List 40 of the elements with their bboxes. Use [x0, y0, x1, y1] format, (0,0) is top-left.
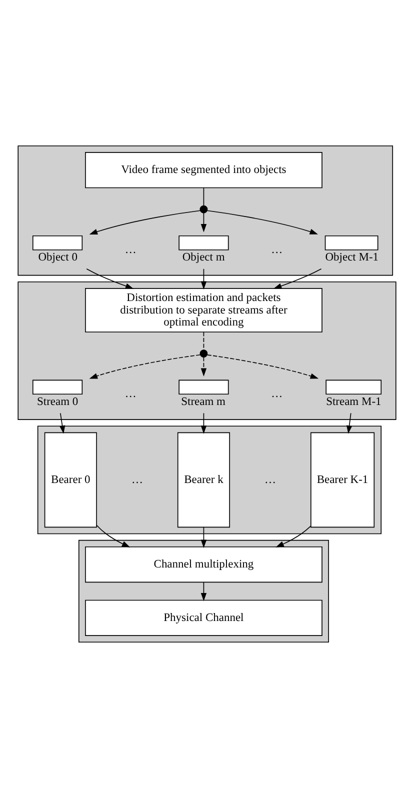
cluster	[18, 144, 394, 276]
label: …	[124, 388, 136, 400]
node-box: Bearer k	[177, 432, 230, 528]
arrow	[200, 581, 207, 601]
arrow	[89, 210, 200, 234]
node-label: Object 0	[38, 251, 78, 264]
arrow	[206, 354, 319, 378]
arrow	[200, 212, 207, 232]
node-label: Stream 0	[36, 395, 78, 408]
arrow	[346, 412, 352, 434]
arrow	[200, 526, 207, 548]
arrow	[86, 268, 134, 288]
arrow	[59, 412, 66, 434]
arrow	[206, 210, 318, 234]
node-box: Channel multiplexing	[85, 546, 322, 582]
node-box: Distortion estimation and packets distribution to separate streams after optimal encoding	[85, 288, 322, 332]
connector	[203, 331, 204, 350]
node-box: Video frame segmented into objects	[85, 152, 322, 188]
connector	[203, 187, 204, 206]
arrow	[200, 356, 207, 376]
node-label: Stream M-1	[326, 395, 382, 408]
node-box: Bearer K-1	[310, 432, 375, 528]
label: …	[124, 243, 136, 256]
arrow	[200, 412, 207, 434]
node-circle	[200, 349, 208, 358]
node-box: Physical Channel	[85, 599, 322, 636]
label: …	[264, 473, 276, 486]
arrow	[276, 525, 312, 547]
arrow	[89, 354, 200, 378]
node-label: Object m	[182, 251, 225, 264]
label: …	[131, 473, 143, 486]
node-circle	[200, 204, 208, 213]
label: …	[271, 243, 283, 256]
arrow	[273, 268, 322, 288]
node-box: Bearer 0	[44, 432, 97, 528]
arrow	[96, 524, 130, 547]
label: …	[271, 388, 283, 400]
arrow	[200, 268, 207, 290]
node-label: Object M-1	[325, 251, 379, 264]
node-label: Stream m	[181, 395, 226, 408]
